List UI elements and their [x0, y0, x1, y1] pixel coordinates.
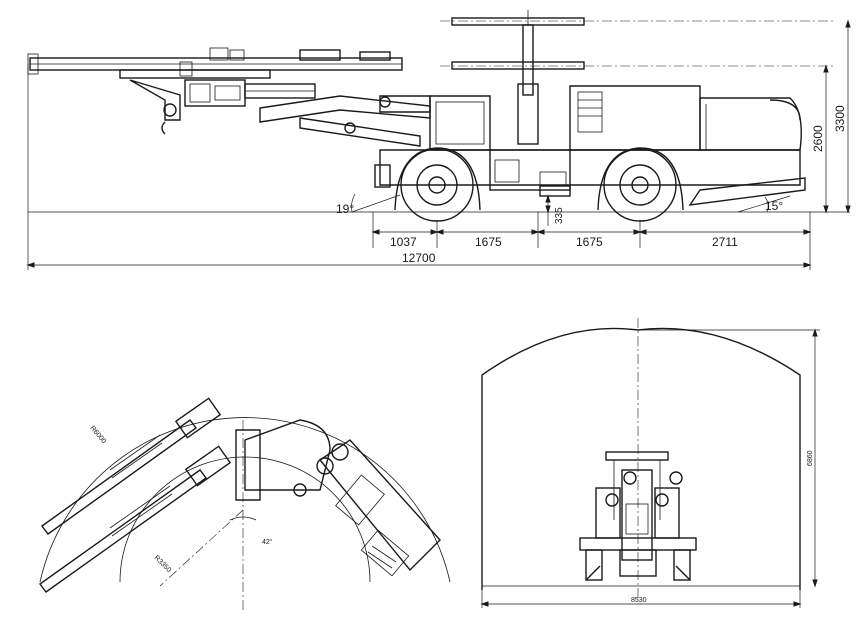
plan-booms: [39, 397, 232, 593]
drill-boom: [27, 47, 431, 147]
dimension-tunnel-width: [480, 590, 802, 608]
dim-wheelbase-2: 1675: [576, 235, 603, 249]
rear-angle-label: 15°: [765, 199, 783, 213]
rear-angle-line: [737, 195, 791, 213]
side-view: 19° 15° 1037 1675 1675 2711: [26, 10, 851, 270]
outer-turning-arc: [39, 417, 451, 583]
plan-carrier: [235, 419, 441, 577]
dimension-row-wheelbase: [371, 212, 812, 248]
canopy-mast: [440, 10, 835, 145]
dimension-total-length: [26, 64, 812, 270]
dimension-heights: [823, 19, 851, 214]
plan-angle-line: [159, 509, 244, 587]
dim-clearance: 335: [554, 207, 565, 224]
front-angle-arc: [351, 193, 356, 213]
rear-angle-arc: [764, 196, 769, 213]
front-angle-line: [351, 194, 401, 213]
dimension-tunnel-height: [638, 328, 820, 588]
chassis: [374, 85, 806, 206]
front-angle-label: 19°: [336, 202, 354, 216]
dim-total-length: 12700: [402, 251, 436, 265]
dim-rear-overhang: 2711: [712, 235, 738, 249]
plan-radius-outer: R6000: [88, 425, 107, 445]
dim-height-high: 3300: [833, 105, 847, 132]
plan-angle-label: 42°: [262, 538, 273, 546]
tunnel-width-label: 8530: [631, 597, 647, 604]
dimension-clearance: [545, 194, 551, 226]
plan-radius-inner: R3350: [153, 554, 173, 574]
dim-wheelbase-1: 1675: [475, 235, 502, 249]
dim-height-low: 2600: [811, 125, 825, 152]
dim-front-overhang: 1037: [390, 235, 417, 249]
plan-view: 42° R6000 R3350: [39, 397, 451, 612]
plan-angle-arc: [229, 516, 257, 521]
front-machine: [579, 451, 697, 581]
front-view: 8530 6860: [480, 318, 820, 608]
tunnel-height-label: 6860: [807, 450, 814, 466]
tunnel-profile: [481, 327, 801, 590]
